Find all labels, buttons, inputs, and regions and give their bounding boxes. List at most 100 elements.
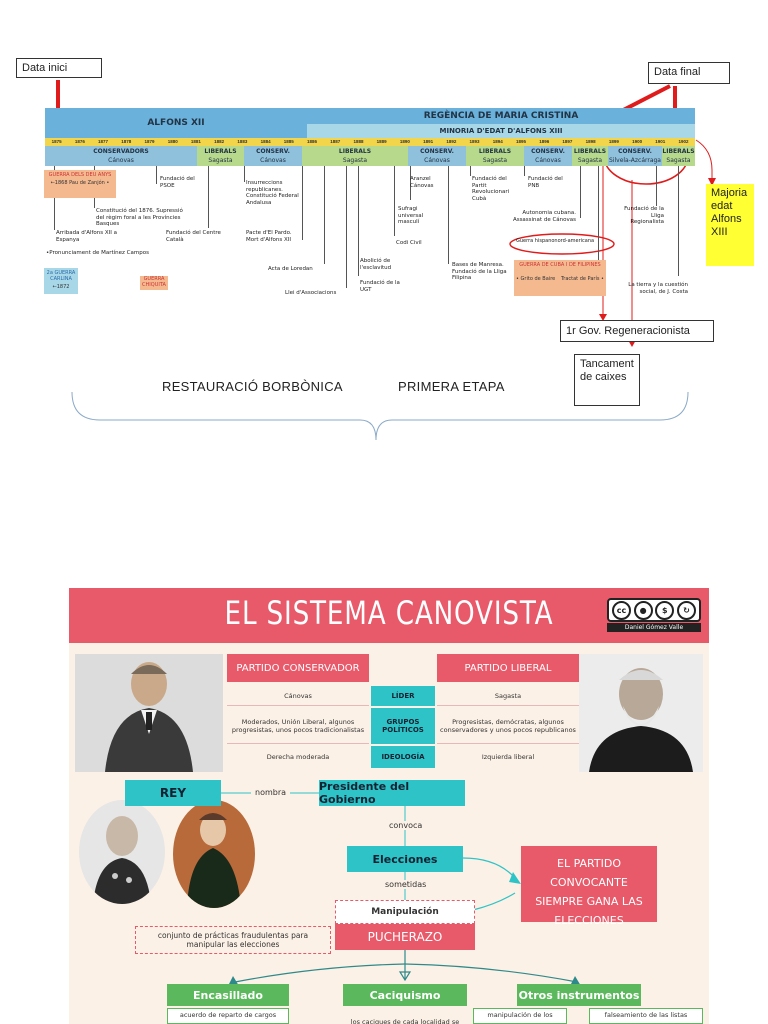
year: 1901: [655, 139, 666, 144]
box-elecciones: Elecciones: [347, 846, 463, 872]
event-tick: [324, 166, 325, 264]
portrait-canovas: [75, 654, 223, 772]
callout-majority: Majoria edat Alfons XIII: [706, 184, 754, 266]
box-encasillado: Encasillado: [167, 984, 289, 1006]
cell-liberal-grupos: Progresistas, demócratas, algunos conser…: [437, 708, 579, 744]
event-tick: [156, 166, 157, 184]
event-lliga-regionalista: Fundació de la Lliga Regionalista: [624, 206, 664, 225]
event-tick: [244, 166, 245, 182]
event-bases-manresa: Bases de Manresa. Fundació de la Lliga F…: [452, 262, 507, 281]
brace: [71, 391, 689, 441]
circle-guerra: [509, 233, 615, 255]
event-insurreccions: Insurreccions republicanes. Constitució …: [246, 180, 299, 206]
year: 1886: [307, 139, 318, 144]
event-tick: [524, 166, 525, 176]
cc-author: Daniel Gómez Valle: [607, 623, 701, 632]
event-fundacio-psoe: Fundació del PSOE: [160, 176, 195, 189]
event-tick: [394, 166, 395, 236]
event-fundacio-pnb: Fundació del PNB: [528, 176, 563, 189]
event-costa: La tierra y la cuestión social, de J. Co…: [628, 282, 688, 295]
portrait-regent: [173, 800, 255, 908]
event-codi-civil: Codi Civil: [396, 240, 422, 246]
band-regency: REGÈNCIA DE MARIA CRISTINA: [307, 108, 695, 124]
event-guerra-hisp: Guerra hispanonord-americana: [516, 238, 595, 244]
year: 1878: [121, 139, 132, 144]
year: 1897: [562, 139, 573, 144]
callout-closing: Tancament de caixes: [574, 354, 640, 406]
year: 1900: [632, 139, 643, 144]
cell-liberal-ideologia: Izquierda liberal: [481, 753, 535, 761]
year-strip: 1875 1876 1877 1878 1879 1880 1881 1882 …: [45, 138, 695, 146]
by-icon: ●: [633, 600, 653, 620]
box-caciquismo: Caciquismo: [343, 984, 467, 1006]
nc-icon: $: [655, 600, 675, 620]
header-conservador: PARTIDO CONSERVADOR: [227, 654, 369, 682]
year: 1894: [492, 139, 503, 144]
event-fundacio-ugt: Fundació de la UGT: [360, 280, 400, 293]
year: 1899: [608, 139, 619, 144]
year: 1879: [144, 139, 155, 144]
note-otros-2: falseamiento de las listas: [589, 1008, 703, 1024]
event-tick: [448, 166, 449, 264]
event-guerra-deu-anys: GUERRA DELS DEU ANYS ←1868 Pau de Zanjón…: [44, 170, 116, 198]
sa-icon: ↻: [676, 600, 696, 620]
year: 1890: [399, 139, 410, 144]
year: 1895: [515, 139, 526, 144]
cell-liberal-lider: Sagasta: [437, 686, 579, 706]
cell-conservador-lider: Cánovas: [227, 686, 369, 706]
band-alfons: ALFONS XII: [45, 108, 307, 138]
label-convoca: convoca: [387, 821, 425, 830]
year: 1889: [376, 139, 387, 144]
callout-first-regen: 1r Gov. Regeneracionista: [560, 320, 714, 342]
note-caciquismo: los caciques de cada localidad se: [350, 1018, 460, 1024]
note-encasillado: acuerdo de reparto de cargos: [167, 1008, 289, 1024]
arrow-majority: [695, 139, 713, 180]
year: 1898: [585, 139, 596, 144]
flow-connectors: [221, 792, 581, 986]
year: 1902: [678, 139, 689, 144]
event-tick: [410, 166, 411, 200]
event-tick: [208, 166, 209, 228]
party-period: CONSERV.Silvela-Azcárraga: [608, 146, 662, 166]
year: 1875: [51, 139, 62, 144]
portrait-king-drawing: [93, 816, 151, 904]
year: 1877: [98, 139, 109, 144]
event-tick: [54, 166, 55, 230]
connector-elecciones-siempre: [462, 857, 516, 879]
cc-icon: cc: [612, 600, 631, 620]
event-tick: [678, 166, 679, 276]
timeline-section: Data inici Data final ALFONS XII REGÈNCI…: [0, 0, 768, 460]
header-liberal: PARTIDO LIBERAL: [437, 654, 579, 682]
box-rey: REY: [125, 780, 221, 806]
year: 1892: [446, 139, 457, 144]
connector-otros: [404, 963, 578, 983]
event-arribada: Arribada d'Alfons XII a Espanya: [56, 230, 118, 243]
event-acta-loredan: Acta de Loredan: [268, 266, 313, 272]
note-practicas: conjunto de prácticas fraudulentas para …: [135, 926, 331, 954]
event-guerra-cuba: GUERRA DE CUBA I DE FILIPINES • Grito de…: [514, 260, 606, 296]
year: 1891: [423, 139, 434, 144]
event-tick: [346, 166, 347, 288]
party-period: CONSERV.Cánovas: [408, 146, 466, 166]
box-manipulacion: Manipulación: [335, 900, 475, 924]
band-minority: MINORIA D'EDAT D'ALFONS XIII: [307, 124, 695, 138]
infographic: EL SISTEMA CANOVISTA cc ● $ ↻ Daniel Góm…: [69, 588, 709, 1024]
year: 1896: [539, 139, 550, 144]
year: 1880: [167, 139, 178, 144]
label-nombra: nombra: [251, 788, 291, 797]
event-pacte-pardo: Pacte d'El Pardo. Mort d'Alfons XII: [246, 230, 292, 243]
cell-key-ideologia: IDEOLOGÍA: [371, 746, 435, 768]
cell-key-grupos: GRUPOS POLÍTICOS: [371, 708, 435, 744]
connector-siempre-manipulacion: [472, 892, 516, 911]
box-pucherazo: PUCHERAZO: [335, 924, 475, 950]
year: 1884: [260, 139, 271, 144]
cell-key-lider: LÍDER: [371, 686, 435, 706]
callout-start-date: Data inici: [16, 58, 102, 78]
label-restauracio: RESTAURACIÓ BORBÒNICA: [162, 379, 343, 394]
note-otros-1: manipulación de los: [473, 1008, 567, 1024]
